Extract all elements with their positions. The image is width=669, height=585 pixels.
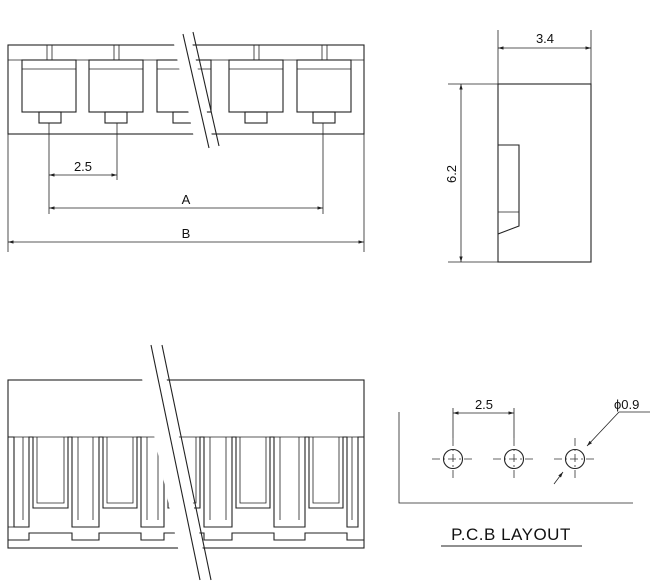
top-view: 2.5 A B [7,31,365,252]
side-view: 3.4 6.2 [444,30,592,263]
b-dimension: B [8,226,364,244]
pcb-hole [493,438,535,480]
hole-diameter-label: ϕ0.9 [614,397,639,412]
pcb-layout: 2.5 ϕ0.9 P.C.B LAYOUT [398,397,650,547]
pcb-pitch-label: 2.5 [475,397,493,412]
pitch-dimension: 2.5 [49,159,117,177]
b-label: B [182,226,191,241]
a-dimension: A [49,192,323,210]
pcb-hole [554,438,596,480]
pitch-label: 2.5 [74,159,92,174]
width-label: 3.4 [536,31,554,46]
top-view-cavity [228,45,284,124]
front-view [7,344,365,581]
top-view-cavity [296,45,352,124]
pcb-hole [432,438,474,480]
top-view-cavity [88,45,144,124]
top-view-cavity [21,45,77,124]
a-label: A [182,192,191,207]
pcb-layout-title: P.C.B LAYOUT [451,525,571,544]
front-view-break-lines [135,344,212,581]
height-label: 6.2 [444,165,459,183]
top-view-break-lines [172,31,220,149]
